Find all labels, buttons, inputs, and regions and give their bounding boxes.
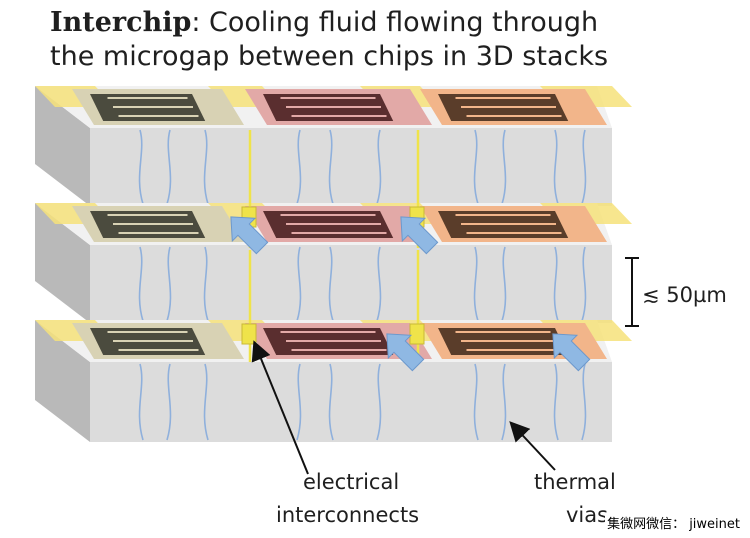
diagram-title: Interchip: Cooling fluid flowing through… xyxy=(50,6,690,74)
chip-3 xyxy=(420,206,607,242)
thermal-via xyxy=(328,246,334,322)
chip-1 xyxy=(72,89,244,125)
slab-side-face xyxy=(35,203,90,323)
title-rest: : Cooling fluid flowing through xyxy=(191,7,599,38)
thermal-via xyxy=(328,129,334,205)
thermal-via xyxy=(203,129,209,205)
thermal-via xyxy=(203,246,209,322)
slab-front-face xyxy=(90,128,612,206)
thermal-via xyxy=(376,363,382,441)
thermal-via xyxy=(473,129,479,205)
slab-front-face xyxy=(90,362,612,442)
title-bold: Interchip xyxy=(50,7,192,38)
thermal-via xyxy=(296,363,302,441)
arrow-shape xyxy=(400,216,439,255)
coolant-flow-arrow xyxy=(552,333,591,372)
thermal-via xyxy=(501,246,507,322)
interconnect-pad xyxy=(409,323,425,345)
chip-2 xyxy=(245,89,432,125)
thermal-via xyxy=(376,129,382,205)
thermal-via xyxy=(166,363,172,441)
coolant-flow-arrow xyxy=(386,333,425,372)
thermal-via xyxy=(138,246,144,322)
slab-front-face xyxy=(90,245,612,323)
thermal-via xyxy=(473,246,479,322)
thermal-via xyxy=(473,363,479,441)
gap-label: ≲ 50µm xyxy=(642,283,727,307)
thermal-pointer xyxy=(509,421,556,471)
chip-2 xyxy=(245,323,432,359)
thermal-via xyxy=(553,129,559,205)
chip-2 xyxy=(245,206,432,242)
title-line2: the microgap between chips in 3D stacks xyxy=(50,41,609,72)
coolant-flow-arrow xyxy=(230,216,269,255)
slab-side-face xyxy=(35,86,90,206)
thermal-via xyxy=(166,129,172,205)
interconnect-pad xyxy=(241,323,257,345)
thermal-via xyxy=(581,363,587,441)
chip-layer-2 xyxy=(35,203,632,323)
thermal-via xyxy=(581,246,587,322)
watermark-credit: 集微网微信： jiweinet xyxy=(605,513,742,532)
chip-3 xyxy=(420,89,607,125)
thermal-label-line2: vias xyxy=(566,503,609,527)
thermal-via xyxy=(138,129,144,205)
slab-side-face xyxy=(35,320,90,442)
thermal-via xyxy=(138,363,144,441)
chip-layer-3 xyxy=(35,320,632,442)
electrical-label-line1: electrical xyxy=(303,470,400,494)
thermal-via xyxy=(166,246,172,322)
coolant-flow-arrow xyxy=(400,216,439,255)
chip-layer-1 xyxy=(35,86,632,206)
chip-1 xyxy=(72,323,244,359)
thermal-via xyxy=(376,246,382,322)
thermal-via xyxy=(501,363,507,441)
thermal-via xyxy=(553,246,559,322)
thermal-via xyxy=(328,363,334,441)
thermal-via xyxy=(581,129,587,205)
thermal-label-line1: thermal xyxy=(534,470,616,494)
thermal-via xyxy=(296,129,302,205)
thermal-via xyxy=(553,363,559,441)
arrow-shape xyxy=(386,333,425,372)
electrical-label-line2: interconnects xyxy=(276,503,420,527)
thermal-via xyxy=(296,246,302,322)
thermal-via xyxy=(203,363,209,441)
arrow-shape xyxy=(230,216,269,255)
arrow-shape xyxy=(552,333,591,372)
chip-1 xyxy=(72,206,244,242)
electrical-pointer xyxy=(251,340,309,475)
thermal-via xyxy=(501,129,507,205)
